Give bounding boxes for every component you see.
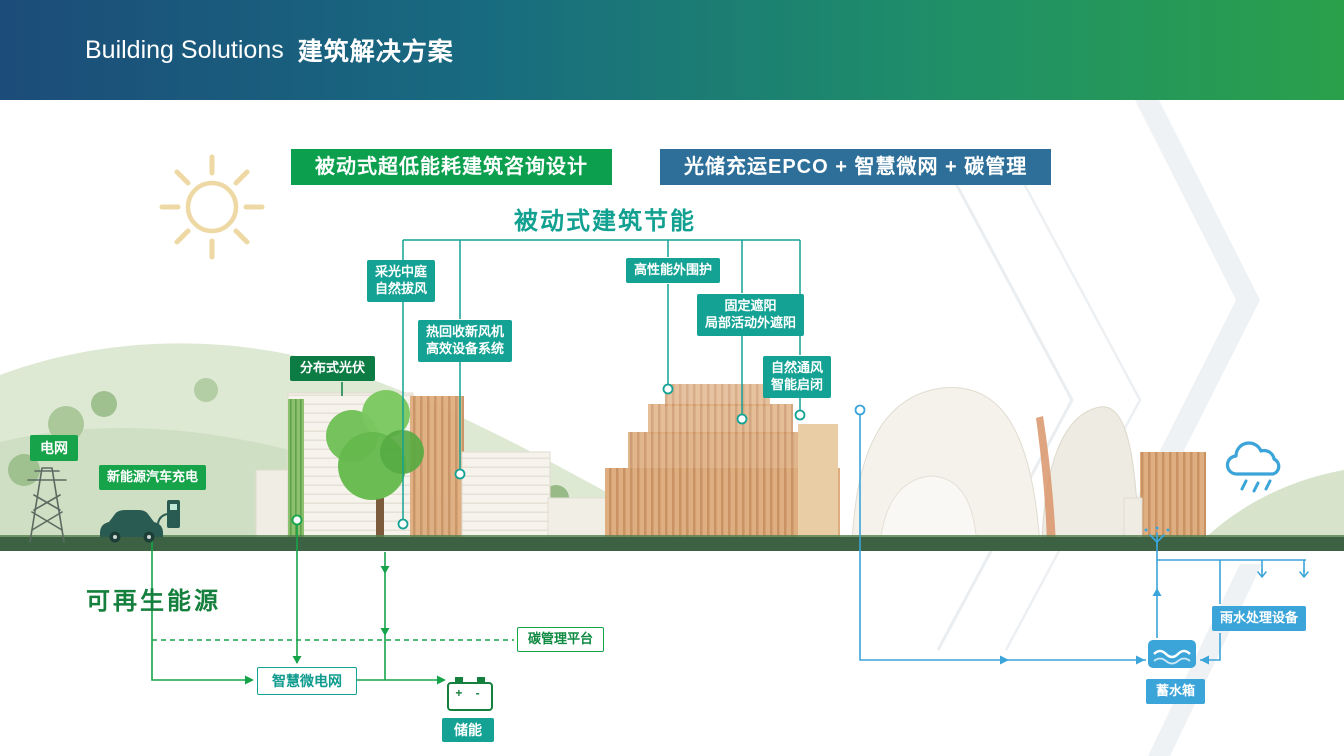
header-bar: Building Solutions 建筑解决方案	[0, 0, 1344, 100]
passive-connectors	[402, 239, 801, 520]
energy-flow-arrows	[245, 566, 446, 685]
label-power-grid: 电网	[30, 435, 78, 462]
label-rainwater-treatment: 雨水处理设备	[1212, 606, 1307, 631]
label-daylight-atrium: 采光中庭 自然拔风	[367, 260, 436, 302]
header-title-zh: 建筑解决方案	[297, 38, 454, 66]
building-right-cluster	[851, 387, 1140, 546]
building-middle-cluster	[605, 384, 840, 545]
transmission-tower-icon	[27, 467, 67, 543]
banner-epco: 光储充运EPCO + 智慧微网 + 碳管理	[660, 149, 1052, 185]
connector-nodes-teal	[397, 383, 806, 530]
battery-icon	[447, 677, 493, 711]
label-water-tank: 蓄水箱	[1146, 679, 1206, 704]
rain-cloud-icon	[1225, 441, 1281, 493]
header-title-en: Building Solutions	[85, 35, 284, 64]
battery-terminal-marks: + -	[455, 686, 485, 700]
building-far-right	[1123, 452, 1206, 546]
banner-passive-design: 被动式超低能耗建筑咨询设计	[291, 149, 612, 185]
label-heat-recovery: 热回收新风机 高效设备系统	[418, 320, 513, 362]
connector-node-green	[291, 514, 303, 526]
label-envelope: 高性能外围护	[626, 258, 721, 283]
label-energy-storage: 储能	[442, 718, 494, 743]
label-ev-charging: 新能源汽车充电	[99, 465, 207, 490]
label-distributed-pv: 分布式光伏	[290, 356, 376, 381]
sprinkler-icon	[1144, 526, 1170, 549]
ground	[0, 535, 1344, 551]
ev-charger-icon	[156, 500, 180, 531]
water-tank-icon	[1148, 640, 1196, 668]
water-flow-lines	[859, 414, 1306, 661]
label-smart-microgrid: 智慧微电网	[257, 667, 357, 696]
sprinkler-small-icons	[1257, 569, 1309, 578]
label-natural-ventilation: 自然通风 智能启闭	[763, 356, 832, 398]
section-title: 被动式建筑节能	[514, 208, 696, 235]
label-renewable-energy: 可再生能源	[86, 588, 221, 615]
sun-icon	[159, 154, 265, 260]
connector-node-blue	[854, 404, 866, 416]
ev-car-icon	[100, 510, 163, 543]
label-fixed-shading: 固定遮阳 局部活动外遮阳	[697, 294, 805, 336]
water-flow-arrows	[1000, 588, 1209, 665]
label-carbon-platform: 碳管理平台	[517, 627, 605, 652]
